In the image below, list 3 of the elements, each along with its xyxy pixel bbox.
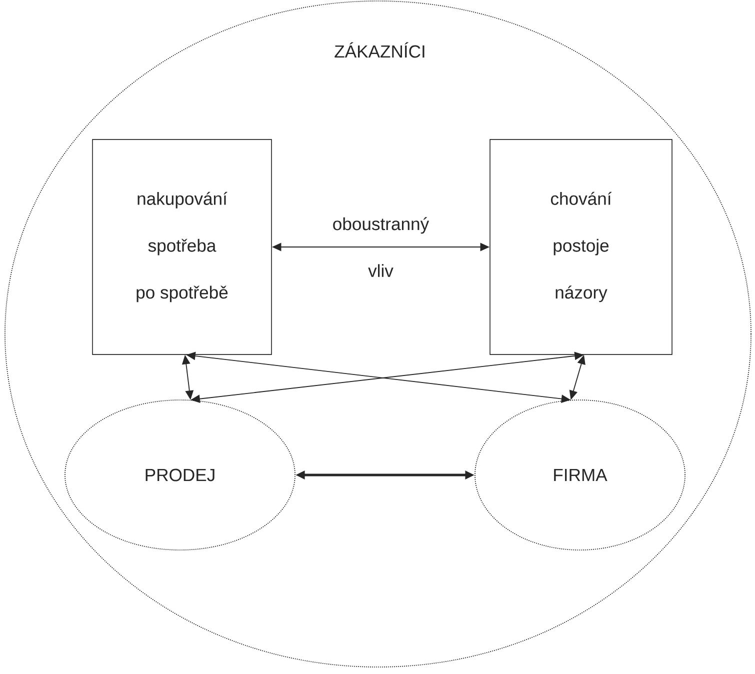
edge-label: oboustranný vliv	[333, 217, 430, 277]
process-box: nakupování spotřeba po spotřebě	[92, 139, 272, 355]
process-box: chování postoje názory	[490, 139, 672, 355]
